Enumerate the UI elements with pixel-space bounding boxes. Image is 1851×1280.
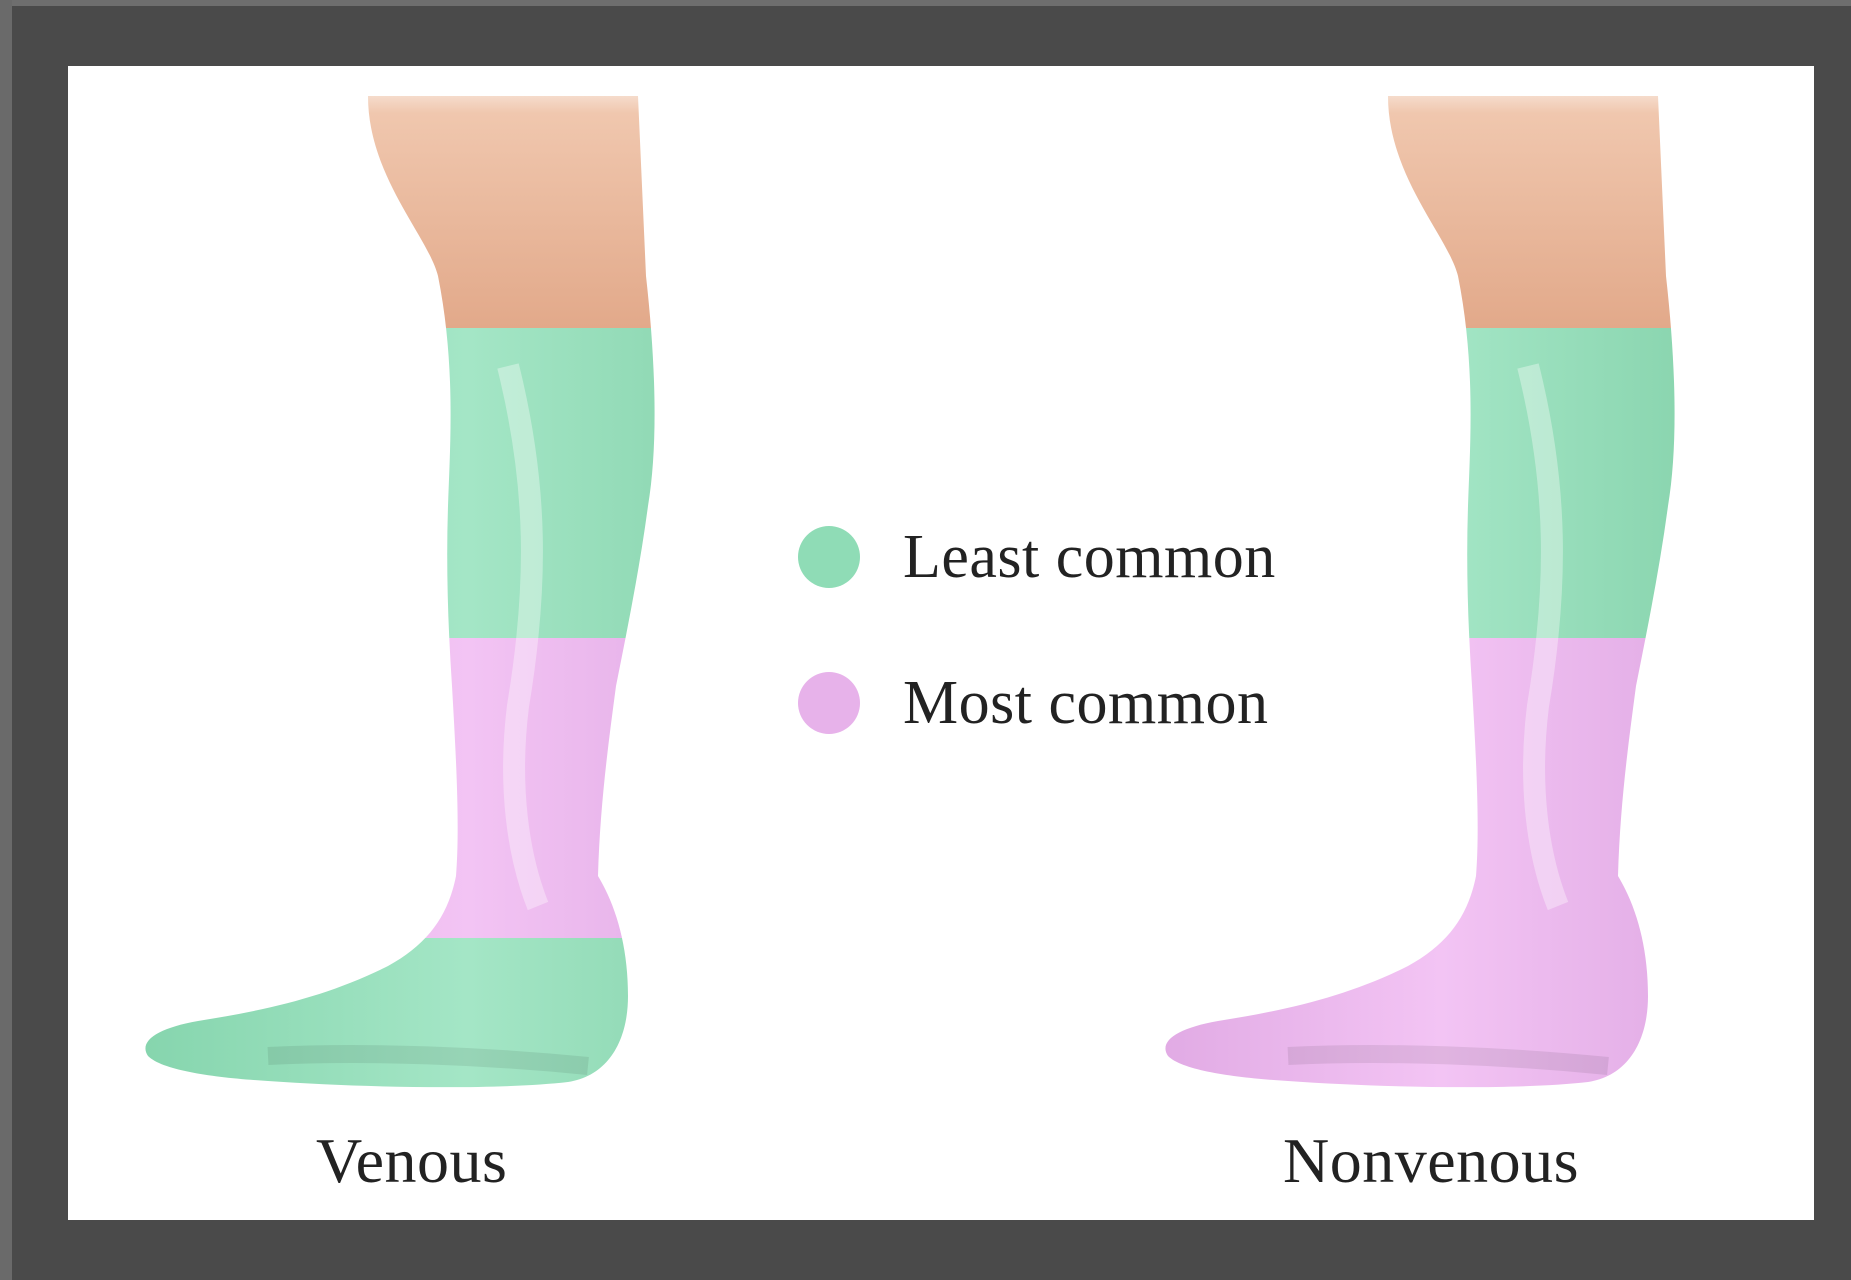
caption-venous: Venous [316,1126,507,1196]
venous-leg [68,66,868,1220]
frame-top-edge [0,0,1851,6]
venous-upper-calf-least-common [68,328,868,638]
legend-item-most-common: Most common [798,667,1358,739]
venous-lower-leg-most-common [68,638,868,938]
figure-canvas: Least common Most common Venous Nonvenou… [68,66,1814,1220]
legend-swatch-most-common [798,672,860,734]
legend: Least common Most common [798,521,1358,813]
caption-nonvenous: Nonvenous [1283,1126,1579,1196]
legend-item-least-common: Least common [798,521,1358,593]
legend-label-most-common: Most common [903,667,1268,739]
venous-thigh-skin [68,66,868,328]
nonvenous-thigh-skin [1068,66,1814,328]
frame-left-edge [0,0,12,1280]
legend-label-least-common: Least common [903,521,1276,593]
legend-swatch-least-common [798,526,860,588]
